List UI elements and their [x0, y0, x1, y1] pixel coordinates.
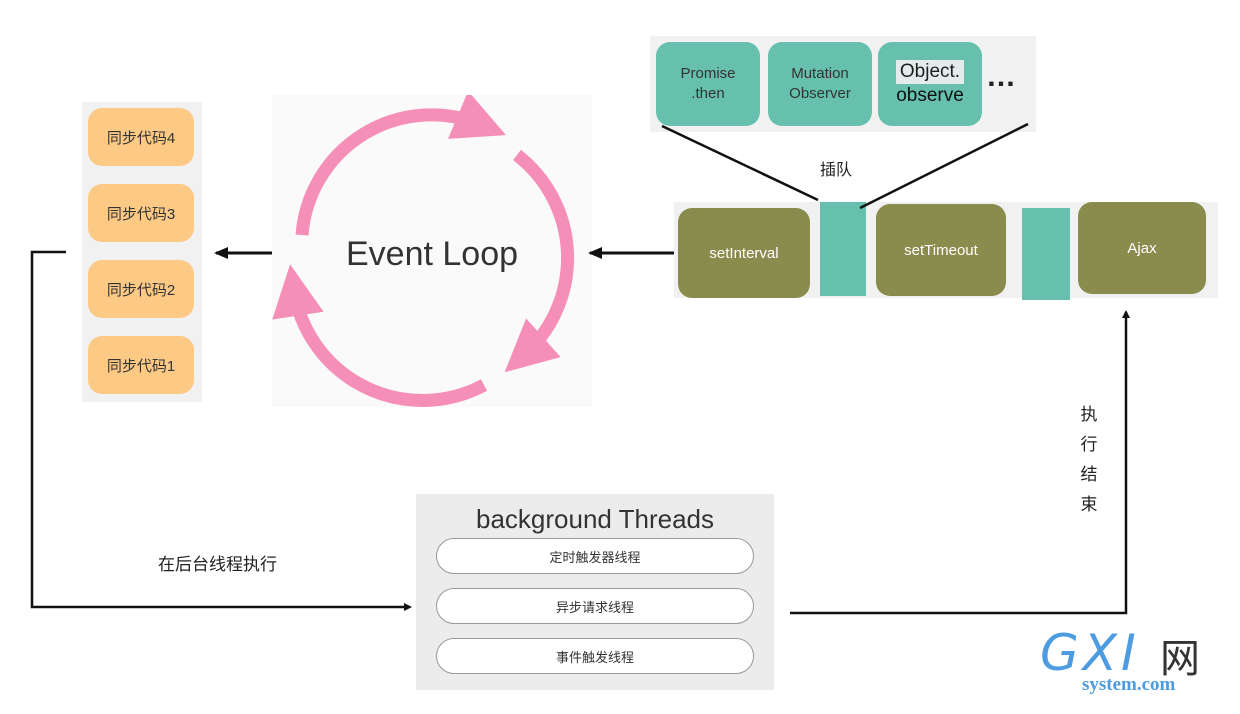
microtask-label: Promise	[680, 65, 736, 82]
event-loop-ring	[272, 95, 575, 407]
loop-arc	[272, 264, 488, 407]
microtask-block: Object.observe	[878, 42, 982, 126]
microtask-label: observe	[896, 85, 964, 106]
thread-item: 异步请求线程	[436, 588, 754, 624]
label-char: 束	[1080, 495, 1098, 514]
sync-code-block: 同步代码2	[88, 260, 194, 318]
macrotask-block: setTimeout	[876, 204, 1006, 296]
arrow-stack-to-background	[30, 250, 412, 611]
run-in-background-label: 在后台线程执行	[158, 555, 277, 574]
execution-finished-label: 执 行 结 束	[1076, 400, 1102, 520]
label-char: 执	[1080, 405, 1098, 424]
thread-item: 事件触发线程	[436, 638, 754, 674]
insert-line	[859, 122, 1029, 210]
sync-code-block: 同步代码4	[88, 108, 194, 166]
label-char: 行	[1080, 435, 1098, 454]
sync-code-block: 同步代码1	[88, 336, 194, 394]
watermark-logo: GXI 网 system.com	[1040, 624, 1230, 704]
microtask-block: Promise .then	[656, 42, 760, 126]
macrotask-block: Ajax	[1078, 202, 1206, 294]
insert-label: 插队	[820, 162, 853, 179]
microtask-slot	[1022, 208, 1070, 300]
watermark-text: 网	[1160, 637, 1200, 681]
microtask-slot	[820, 202, 866, 296]
insert-line	[661, 124, 819, 202]
microtask-label: Object.	[896, 60, 964, 84]
sync-code-block: 同步代码3	[88, 184, 194, 242]
background-threads-title: background Threads	[475, 504, 714, 534]
event-loop-label: Event Loop	[345, 234, 519, 273]
microtask-label: Observer	[789, 85, 851, 102]
label-char: 结	[1080, 465, 1098, 484]
microtask-label: .then	[691, 85, 725, 102]
thread-item: 定时触发器线程	[436, 538, 754, 574]
watermark-text: GXI	[1040, 624, 1140, 682]
more-ellipsis: …	[986, 60, 1018, 93]
macrotask-panel: setInterval setTimeout Ajax	[674, 202, 1218, 300]
loop-arc	[504, 149, 575, 373]
macrotask-block: setInterval	[678, 208, 810, 298]
watermark-text: system.com	[1082, 674, 1176, 695]
sync-code-stack: 同步代码4 同步代码3 同步代码2 同步代码1	[82, 102, 202, 402]
microtask-label: Mutation	[791, 65, 849, 82]
loop-arc	[295, 95, 506, 236]
arrow-background-to-queue	[790, 310, 1130, 615]
